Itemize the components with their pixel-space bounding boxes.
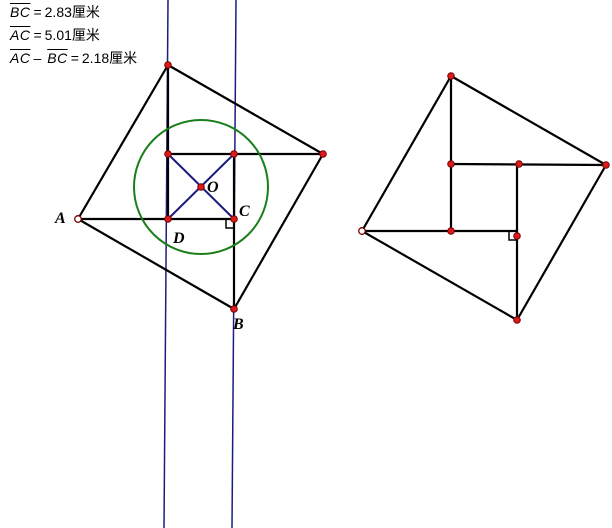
point-right-inner[interactable] [447,227,455,235]
minus-sign: – [33,49,42,66]
point-right-figure-right-vertex[interactable] [602,161,610,169]
label-a: A [54,210,66,227]
point-o[interactable] [197,183,205,191]
measurement-unit: 厘米 [71,26,100,43]
equals-sign: = [33,26,42,43]
point-c[interactable] [230,215,238,223]
point-top-vertex[interactable] [164,61,172,69]
point-right-inner[interactable] [513,232,521,240]
point-right-figure-bottom-vertex[interactable] [513,316,521,324]
point-d[interactable] [164,215,172,223]
segment-ac-label: AC [10,26,31,43]
measurement-bc-value: 2.83 [44,3,72,20]
measurements-panel: BC = 2.83 厘米 AC = 5.01 厘米 AC – BC = 2.18… [10,0,137,69]
label-o: O [207,179,219,196]
measurement-ac-minus-bc[interactable]: AC – BC = 2.18 厘米 [10,46,137,69]
segment-bc-label: BC [47,49,68,66]
equals-sign: = [70,49,79,66]
point-right-figure-top-vertex[interactable] [447,72,455,80]
circle-o[interactable] [133,119,269,255]
label-d: D [172,230,185,247]
segment-bc-label: BC [10,3,31,20]
right-angle-marker [508,231,517,241]
measurement-unit: 厘米 [71,3,100,20]
label-c: C [239,203,250,220]
equals-sign: = [33,3,42,20]
point-b[interactable] [230,305,238,313]
point-inner-top-left[interactable] [164,150,172,158]
label-b: B [232,316,244,333]
right-angle-marker [225,219,234,229]
measurement-ac-value: 5.01 [44,26,72,43]
point-right-inner[interactable] [447,160,455,168]
point-right-figure-left-vertex[interactable] [358,227,366,235]
measurement-unit: 厘米 [109,49,138,66]
measurement-ac[interactable]: AC = 5.01 厘米 [10,23,137,46]
point-right-inner[interactable] [515,160,523,168]
point-inner-top-right[interactable] [230,150,238,158]
right-inner-top-horizontal[interactable] [450,162,607,167]
point-right-vertex[interactable] [319,150,327,158]
outer-square-right[interactable] [360,74,608,322]
point-a[interactable] [74,215,82,223]
difference-value: 2.18 [81,49,110,66]
segment-ac-label: AC [10,49,31,66]
measurement-bc[interactable]: BC = 2.83 厘米 [10,0,137,23]
